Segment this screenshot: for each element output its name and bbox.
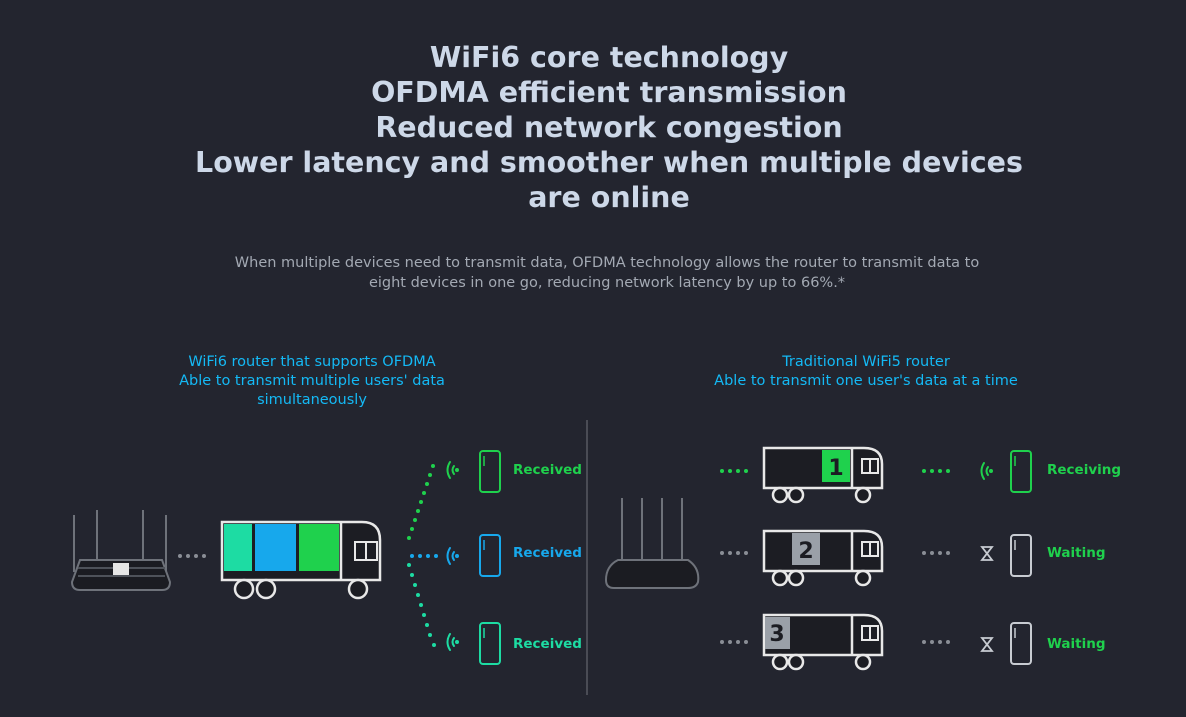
section-divider — [586, 420, 588, 695]
wifi6-branch-dots — [407, 464, 438, 647]
wifi6-device-status: Received — [513, 545, 582, 561]
wifi-signal-icon — [446, 633, 459, 651]
wifi5-row-3: 3 Waiting — [720, 613, 1106, 671]
wifi6-device-1: Received — [446, 450, 582, 493]
wifi6-router-icon — [70, 510, 172, 591]
wifi6-device-status: Received — [513, 462, 582, 478]
headline-line-5: are online — [528, 181, 690, 214]
wifi6-device-3: Received — [446, 622, 582, 665]
wifi5-truck-2-icon: 2 — [762, 529, 884, 587]
wifi6-link-dots — [178, 554, 206, 558]
wifi6-device-2: Received — [446, 534, 582, 577]
phone-icon — [1010, 534, 1032, 577]
wifi5-router-icon — [604, 498, 700, 589]
wifi5-row-2: 2 Waiting — [720, 529, 1106, 587]
headline-line-3: Reduced network congestion — [375, 111, 843, 144]
phone-icon — [479, 622, 501, 665]
wifi5-caption-line-1: Traditional WiFi5 router — [782, 354, 950, 370]
description-line-2: eight devices in one go, reducing networ… — [368, 275, 846, 291]
wifi5-truck-3-number: 3 — [769, 622, 784, 647]
wifi5-row-1: 1 Receiving — [720, 446, 1121, 504]
phone-icon — [1010, 622, 1032, 665]
description: When multiple devices need to transmit d… — [0, 253, 1186, 293]
wifi5-truck-3-icon: 3 — [762, 613, 884, 671]
wifi6-caption-line-2: Able to transmit multiple users' data — [179, 373, 445, 389]
wifi6-truck-icon — [220, 520, 382, 600]
wifi5-status-1: Receiving — [1047, 462, 1121, 478]
wifi6-device-status: Received — [513, 636, 582, 652]
headline-line-4: Lower latency and smoother when multiple… — [195, 146, 1023, 179]
hourglass-icon — [980, 637, 994, 652]
headline-line-2: OFDMA efficient transmission — [371, 76, 847, 109]
wifi-signal-icon — [980, 462, 993, 480]
headline: WiFi6 core technology OFDMA efficient tr… — [0, 40, 1186, 215]
wifi6-caption-line-1: WiFi6 router that supports OFDMA — [188, 354, 436, 370]
phone-icon — [1010, 450, 1032, 493]
wifi-signal-icon — [446, 547, 459, 565]
phone-icon — [479, 450, 501, 493]
phone-icon — [479, 534, 501, 577]
wifi5-truck-1-number: 1 — [828, 456, 843, 481]
hourglass-icon — [980, 546, 994, 561]
wifi5-caption: Traditional WiFi5 router Able to transmi… — [680, 353, 1052, 391]
headline-line-1: WiFi6 core technology — [429, 41, 789, 74]
wifi5-status-2: Waiting — [1047, 545, 1106, 561]
description-line-1: When multiple devices need to transmit d… — [234, 255, 980, 271]
wifi5-truck-2-number: 2 — [798, 539, 813, 564]
wifi5-caption-line-2: Able to transmit one user's data at a ti… — [714, 373, 1018, 389]
wifi5-truck-1-icon: 1 — [762, 446, 884, 504]
wifi6-caption-line-3: simultaneously — [257, 392, 367, 408]
wifi6-caption: WiFi6 router that supports OFDMA Able to… — [140, 353, 484, 410]
wifi5-status-3: Waiting — [1047, 636, 1106, 652]
wifi-signal-icon — [446, 461, 459, 479]
